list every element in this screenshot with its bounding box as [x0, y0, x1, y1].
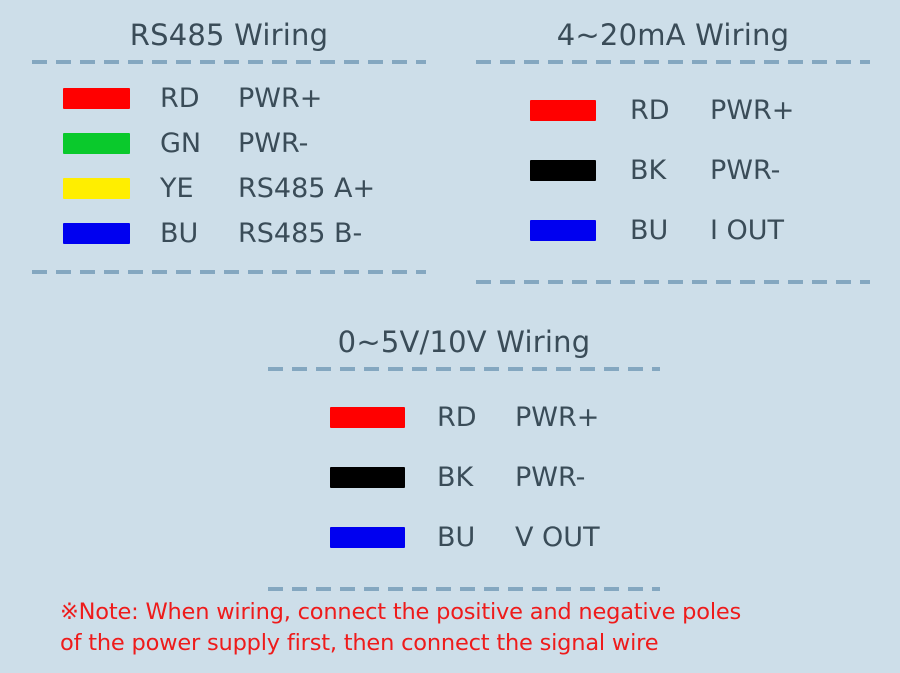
- divider-top-rs485: [32, 60, 426, 64]
- wire-code-label: BU: [630, 214, 669, 246]
- block-title-4-20ma: 4~20mA Wiring: [556, 18, 790, 52]
- wire-row: BU RS485 B-: [32, 211, 426, 256]
- wire-code-label: BK: [437, 461, 474, 493]
- wire-function-label: PWR-: [710, 154, 781, 186]
- wire-code-label: YE: [160, 173, 194, 204]
- divider-top-4-20ma: [476, 60, 870, 64]
- yellow-swatch: [63, 178, 130, 199]
- divider-bottom-rs485: [32, 270, 426, 274]
- wire-code-label: RD: [630, 94, 670, 126]
- wiring-block-rs485: RS485 Wiring RD PWR+ GN PWR- YE RS485 A+…: [32, 18, 426, 274]
- wire-list-0-5v-10v: RD PWR+ BK PWR- BU V OUT: [268, 371, 660, 587]
- wire-list-rs485: RD PWR+ GN PWR- YE RS485 A+ BU RS485 B-: [32, 64, 426, 270]
- wire-function-label: PWR-: [238, 128, 309, 159]
- divider-bottom-0-5v-10v: [268, 587, 660, 591]
- wiring-block-4-20ma: 4~20mA Wiring RD PWR+ BK PWR- BU I OUT: [476, 18, 870, 284]
- wire-list-4-20ma: RD PWR+ BK PWR- BU I OUT: [476, 64, 870, 280]
- wire-function-label: PWR+: [710, 94, 795, 126]
- wire-row: BU V OUT: [268, 507, 660, 567]
- block-title-0-5v-10v: 0~5V/10V Wiring: [337, 325, 591, 359]
- wire-function-label: PWR-: [515, 461, 586, 493]
- block-title-rs485: RS485 Wiring: [129, 18, 329, 52]
- wire-function-label: PWR+: [515, 401, 600, 433]
- wire-row: BK PWR-: [476, 140, 870, 200]
- note-line-2: of the power supply first, then connect …: [60, 630, 659, 656]
- red-swatch: [330, 406, 405, 428]
- divider-top-0-5v-10v: [268, 367, 660, 371]
- wire-function-label: RS485 A+: [238, 173, 376, 204]
- note-line-1: ※Note: When wiring, connect the positive…: [60, 599, 742, 625]
- wiring-block-0-5v-10v: 0~5V/10V Wiring RD PWR+ BK PWR- BU V OUT: [268, 325, 660, 591]
- wire-row: RD PWR+: [268, 387, 660, 447]
- black-swatch: [530, 159, 596, 181]
- green-swatch: [63, 133, 130, 154]
- wire-row: BK PWR-: [268, 447, 660, 507]
- wiring-note: ※Note: When wiring, connect the positive…: [60, 597, 850, 659]
- wire-row: RD PWR+: [32, 76, 426, 121]
- divider-bottom-4-20ma: [476, 280, 870, 284]
- wire-code-label: RD: [437, 401, 477, 433]
- wire-row: BU I OUT: [476, 200, 870, 260]
- wire-code-label: BK: [630, 154, 667, 186]
- wire-code-label: BU: [437, 521, 476, 553]
- red-swatch: [530, 99, 596, 121]
- blue-swatch: [63, 223, 130, 244]
- black-swatch: [330, 466, 405, 488]
- blue-swatch: [330, 526, 405, 548]
- wire-row: RD PWR+: [476, 80, 870, 140]
- wire-code-label: GN: [160, 128, 202, 159]
- wire-row: YE RS485 A+: [32, 166, 426, 211]
- wire-function-label: I OUT: [710, 214, 785, 246]
- blue-swatch: [530, 219, 596, 241]
- wire-function-label: RS485 B-: [238, 218, 363, 249]
- wire-function-label: V OUT: [515, 521, 600, 553]
- red-swatch: [63, 88, 130, 109]
- wire-code-label: RD: [160, 83, 200, 114]
- wire-row: GN PWR-: [32, 121, 426, 166]
- wire-function-label: PWR+: [238, 83, 323, 114]
- wire-code-label: BU: [160, 218, 199, 249]
